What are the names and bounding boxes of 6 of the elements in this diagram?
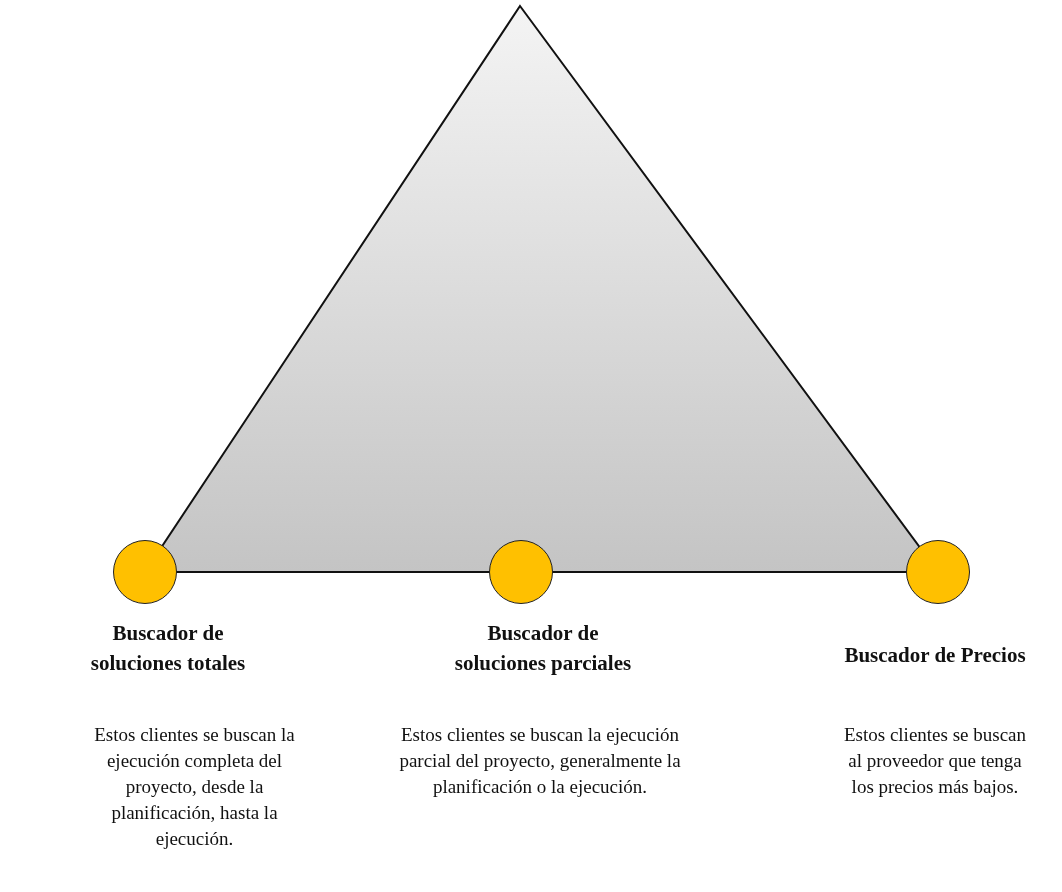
segment-heading: Buscador de Precios xyxy=(843,642,1027,669)
segment-description: Estos clientes se buscan la ejecución completa del proyecto, desde la planificación, hasta la ejecución. xyxy=(93,723,296,851)
segment-heading: Buscador de soluciones totales xyxy=(89,620,247,677)
segment-heading: Buscador de soluciones parciales xyxy=(453,620,633,677)
segment-description: Estos clientes se buscan la ejecución parcial del proyecto, generalmente la planificación o la ejecución. xyxy=(398,723,682,799)
segment-description: Estos clientes se buscan al proveedor que tenga los precios más bajos. xyxy=(842,723,1027,799)
